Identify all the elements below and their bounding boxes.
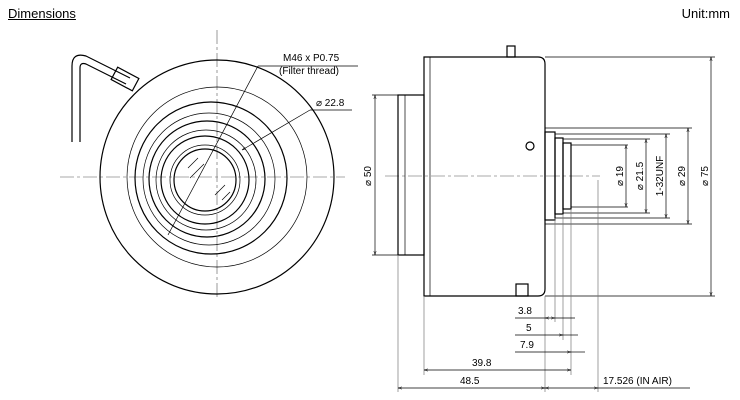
d21-5-label: ⌀ 21.5	[635, 161, 646, 190]
len-48-5-label: 48.5	[460, 376, 480, 387]
section-title: Dimensions	[8, 6, 76, 21]
thread-label: M46 x P0.75	[283, 53, 340, 64]
front-view: M46 x P0.75 (Filter thread) ⌀ 22.8	[60, 30, 358, 300]
side-view: ⌀ 50 ⌀ 19 ⌀ 21.5 1-32UNF ⌀ 29 ⌀ 75 3.8 5…	[363, 45, 715, 392]
d29-label: ⌀ 29	[677, 166, 688, 186]
len-3-8-label: 3.8	[518, 306, 532, 317]
len-7-9-label: 7.9	[520, 340, 534, 351]
diameter-22-8-label: ⌀ 22.8	[316, 98, 345, 109]
d19-label: ⌀ 19	[615, 166, 626, 186]
len-39-8-label: 39.8	[472, 358, 492, 369]
mount-label: 1-32UNF	[655, 156, 666, 197]
d75-label: ⌀ 75	[700, 166, 711, 186]
d50-label: ⌀ 50	[363, 166, 374, 186]
cable	[71, 54, 140, 142]
len-5-label: 5	[526, 323, 532, 334]
unit-label: Unit:mm	[681, 6, 730, 21]
thread-note: (Filter thread)	[279, 66, 339, 77]
flange-distance-label: 17.526 (IN AIR)	[603, 376, 672, 387]
